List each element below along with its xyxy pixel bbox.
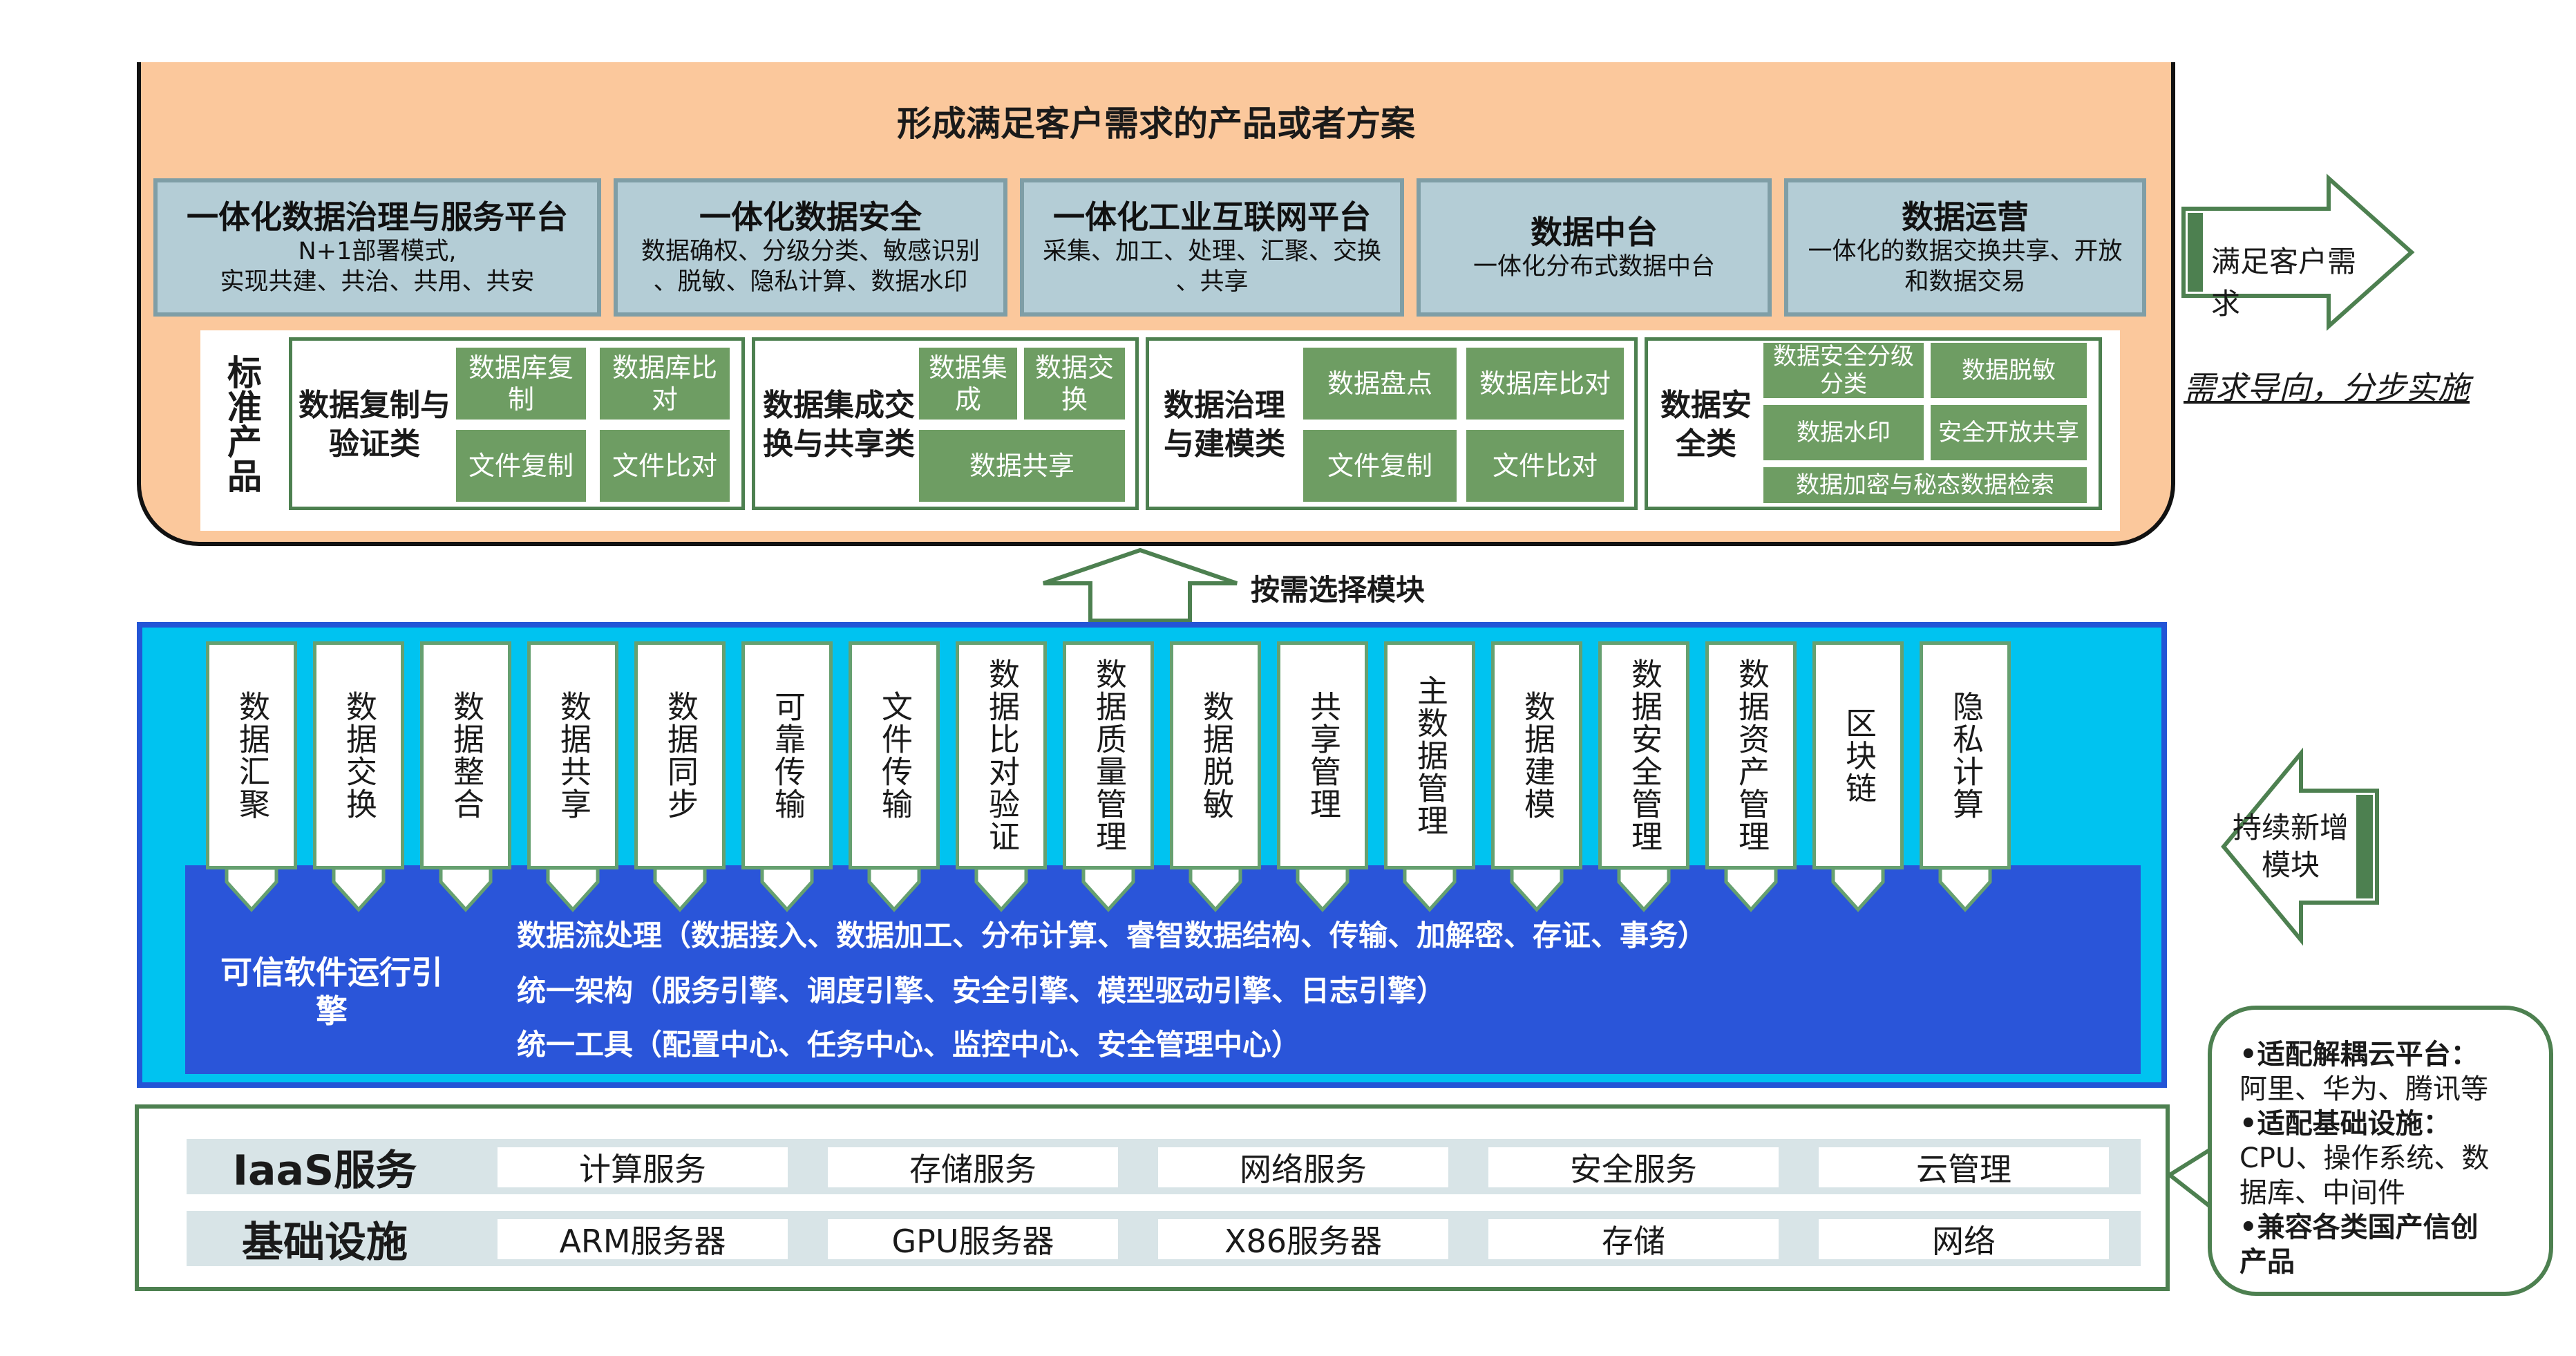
group-title: 数据复制与验证类 [299,388,451,462]
product-data-masking: 数据脱敏 [1931,343,2087,398]
solution-title: 一体化数据安全 [699,198,922,236]
solution-title: 数据运营 [1902,198,2029,236]
module-blockchain: 区块链 [1812,641,1904,869]
iaas-network: 网络服务 [1158,1147,1448,1188]
module-data-modeling: 数据建模 [1491,641,1582,869]
module-master-data: 主数据管理 [1384,641,1475,869]
meet-demand-label: 满足客户需求 [2211,245,2357,321]
solution-desc: 实现共建、共治、共用、共安 [220,268,535,296]
solution-title: 一体化数据治理与服务平台 [187,198,568,236]
product-file-compare: 文件比对 [600,430,730,502]
solution-title: 数据中台 [1531,214,1658,251]
infra-x86-server: X86服务器 [1158,1219,1448,1260]
note-line: 产品 [2239,1246,2295,1278]
module-sharing-management: 共享管理 [1277,641,1368,869]
note-line: CPU、操作系统、数 [2239,1142,2490,1174]
module-down-arrows [225,868,1992,912]
module-security-management: 数据安全管理 [1598,641,1689,869]
solution-desc: 一体化分布式数据中台 [1472,253,1715,281]
module-data-sharing: 数据共享 [527,641,618,869]
product-data-inventory: 数据盘点 [1303,348,1457,420]
note-line: •兼容各类国产信创 [2239,1212,2479,1243]
product-security-classification: 数据安全分级分类 [1763,343,1924,398]
product-encryption-search: 数据加密与秘态数据检索 [1763,467,2087,503]
module-data-masking: 数据脱敏 [1170,641,1261,869]
standard-products-label: 标准产品 [222,355,262,493]
product-db-replication: 数据库复制 [456,348,586,420]
product-file-replication-2: 文件复制 [1303,430,1457,502]
product-db-compare: 数据库比对 [600,348,730,420]
engine-title: 可信软件运行引擎 [220,954,443,1030]
group-title: 数据安全类 [1660,388,1752,462]
solution-desc: N+1部署模式, [298,238,457,265]
solution-desc: 和数据交易 [1904,268,2026,296]
module-reliable-transfer: 可靠传输 [741,641,833,869]
up-arrow-icon [1043,547,1238,623]
product-file-replication: 文件复制 [456,430,586,502]
solution-title: 一体化工业互联网平台 [1053,198,1371,236]
note-pointer [2166,1145,2215,1212]
solutions-title: 形成满足客户需求的产品或者方案 [897,104,1415,144]
trusted-engine-block [185,865,2141,1074]
select-modules-label: 按需选择模块 [1251,573,1426,607]
solution-card-data-security: 一体化数据安全 数据确权、分级分类、敏感识别 、脱敏、隐私计算、数据水印 [614,178,1007,317]
product-data-sharing: 数据共享 [919,430,1125,502]
product-db-compare-2: 数据库比对 [1466,348,1624,420]
engine-line-dataflow: 数据流处理（数据接入、数据加工、分布计算、睿智数据结构、传输、加解密、存证、事务… [517,919,1707,952]
solution-card-data-operation: 数据运营 一体化的数据交换共享、开放 和数据交易 [1784,178,2146,317]
solution-desc: 、共享 [1175,268,1249,296]
module-data-quality: 数据质量管理 [1063,641,1154,869]
module-privacy-computing: 隐私计算 [1920,641,2011,869]
right-arrow-icon [2181,173,2415,331]
compatibility-note: •适配解耦云平台： 阿里、华为、腾讯等 •适配基础设施： CPU、操作系统、数 … [2208,1006,2553,1296]
iaas-security: 安全服务 [1488,1147,1779,1188]
iaas-cloud-management: 云管理 [1819,1147,2109,1188]
solution-desc: 采集、加工、处理、汇聚、交换 [1042,238,1381,265]
product-secure-open-sharing: 安全开放共享 [1931,405,2087,460]
module-data-compare-verify: 数据比对验证 [956,641,1047,869]
note-line: 阿里、华为、腾讯等 [2239,1073,2488,1105]
module-asset-management: 数据资产管理 [1705,641,1797,869]
infra-arm-server: ARM服务器 [498,1219,788,1260]
note-line: •适配解耦云平台： [2239,1039,2479,1071]
product-data-integration: 数据集成 [919,348,1017,420]
product-data-exchange: 数据交换 [1024,348,1125,420]
left-arrow-icon [2221,747,2379,946]
engine-line-architecture: 统一架构（服务引擎、调度引擎、安全引擎、模型驱动引擎、日志引擎） [517,974,1446,1008]
solution-desc: 、脱敏、隐私计算、数据水印 [653,268,968,296]
group-title: 数据治理与建模类 [1164,388,1285,462]
infrastructure-label: 基础设施 [242,1218,408,1267]
engine-line-tools: 统一工具（配置中心、任务中心、监控中心、安全管理中心） [517,1028,1301,1062]
module-data-aggregation: 数据汇聚 [206,641,297,869]
group-title: 数据集成交换与共享类 [763,388,915,462]
new-modules-label: 持续新增模块 [2232,811,2349,882]
infra-storage: 存储 [1488,1219,1779,1260]
module-data-integration: 数据整合 [420,641,511,869]
product-file-compare-2: 文件比对 [1466,430,1624,502]
demand-oriented-caption: 需求导向，分步实施 [2184,369,2470,406]
solution-card-governance-platform: 一体化数据治理与服务平台 N+1部署模式, 实现共建、共治、共用、共安 [153,178,601,317]
module-data-sync: 数据同步 [634,641,726,869]
note-line: 据库、中间件 [2239,1177,2405,1209]
note-line: •适配基础设施： [2239,1108,2451,1140]
solution-desc: 数据确权、分级分类、敏感识别 [641,238,980,265]
infra-network: 网络 [1819,1219,2109,1260]
module-file-transfer: 文件传输 [849,641,940,869]
iaas-compute: 计算服务 [498,1147,788,1188]
infra-gpu-server: GPU服务器 [828,1219,1118,1260]
iaas-label: IaaS服务 [232,1146,417,1195]
solution-desc: 一体化的数据交换共享、开放 [1808,238,2123,265]
product-data-watermark: 数据水印 [1763,405,1924,460]
solution-card-industrial-internet: 一体化工业互联网平台 采集、加工、处理、汇聚、交换 、共享 [1020,178,1404,317]
iaas-storage: 存储服务 [828,1147,1118,1188]
solution-card-data-middle-platform: 数据中台 一体化分布式数据中台 [1417,178,1772,317]
module-data-exchange: 数据交换 [313,641,404,869]
